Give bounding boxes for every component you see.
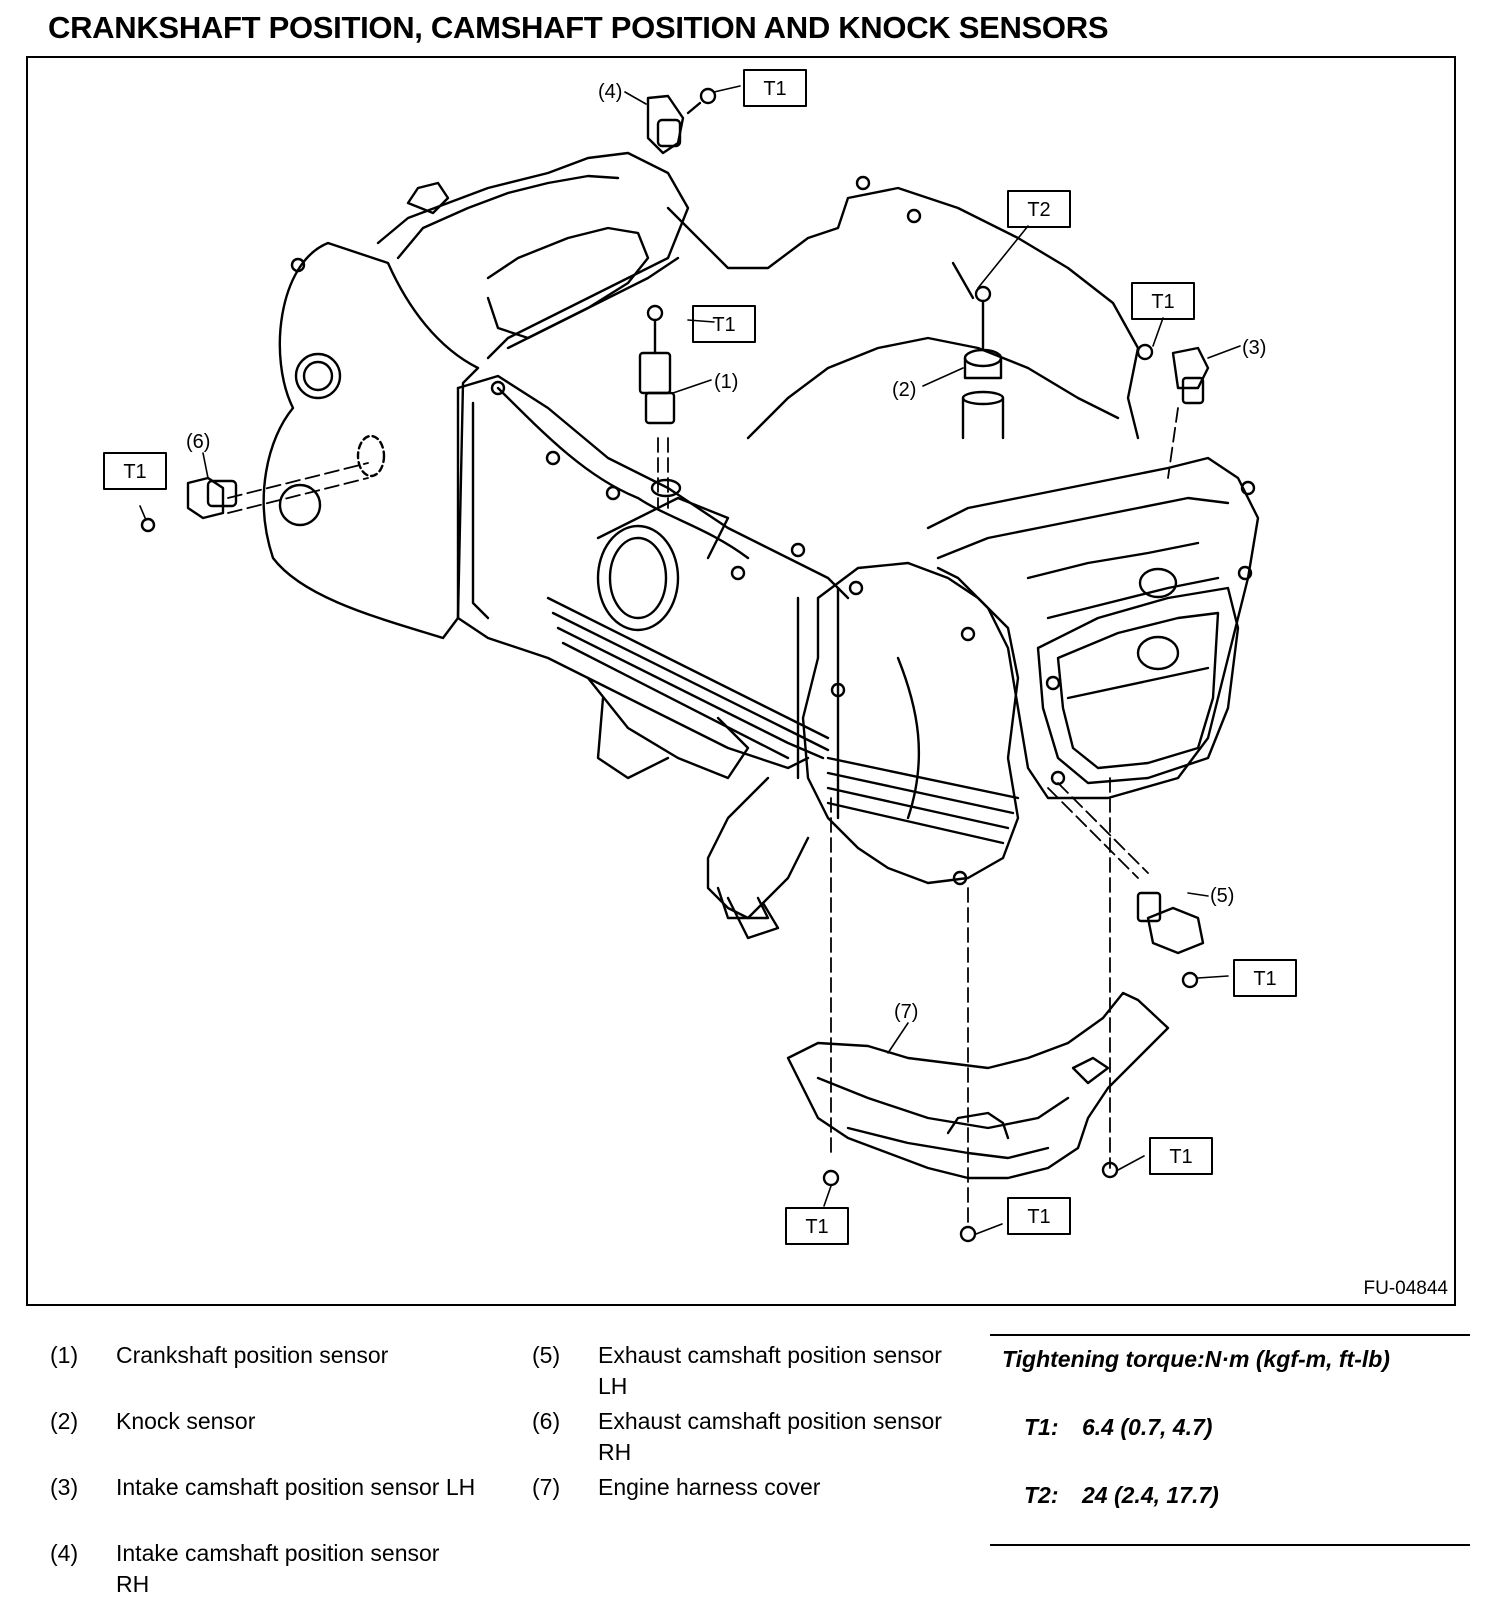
callout-2: (2) [892, 379, 916, 401]
page-title: CRANKSHAFT POSITION, CAMSHAFT POSITION A… [48, 10, 1109, 45]
torque-tag-t2: T2 [1027, 199, 1050, 221]
legend-item: (7) Engine harness cover [532, 1474, 821, 1500]
legend-item: (4) Intake camshaft position sensor RH [50, 1540, 440, 1597]
torque-tag-t1: T1 [712, 314, 735, 336]
legend-column-left: (1) Crankshaft position sensor (2) Knock… [50, 1340, 490, 1604]
engine-sensor-diagram: T1 T2 T1 T1 T1 T1 T1 T1 T1 (4) (1) (2) (… [26, 56, 1456, 1306]
callout-7: (7) [894, 1001, 918, 1023]
torque-tag-t1: T1 [1151, 291, 1174, 313]
torque-heading: Tightening torque:N·m (kgf-m, ft-lb) [1002, 1346, 1390, 1372]
engine-block-drawing [140, 87, 1260, 1243]
leader-lines [139, 85, 1241, 1235]
legend-item: (2) Knock sensor [50, 1408, 256, 1434]
torque-row: T2:24 (2.4, 17.7) [1024, 1482, 1219, 1508]
callout-1: (1) [714, 371, 738, 393]
figure-id: FU-04844 [1363, 1278, 1449, 1299]
callout-6: (6) [186, 431, 210, 453]
torque-tag-t1: T1 [1253, 968, 1276, 990]
legend-item: (6) Exhaust camshaft position sensor RH [532, 1408, 942, 1465]
torque-tag-t1: T1 [1027, 1206, 1050, 1228]
callout-4: (4) [598, 81, 622, 103]
legend-column-middle: (5) Exhaust camshaft position sensor LH … [532, 1340, 972, 1538]
torque-tag-t1: T1 [1169, 1146, 1192, 1168]
tightening-torque-table: Tightening torque:N·m (kgf-m, ft-lb) T1:… [990, 1334, 1470, 1546]
torque-row: T1:6.4 (0.7, 4.7) [1024, 1414, 1213, 1440]
torque-tag-t1: T1 [123, 461, 146, 483]
torque-tag-t1: T1 [763, 78, 786, 100]
callout-3: (3) [1242, 337, 1266, 359]
torque-tag-boxes [103, 69, 1297, 1245]
legend-item: (5) Exhaust camshaft position sensor LH [532, 1342, 942, 1399]
legend-item: (3) Intake camshaft position sensor LH [50, 1474, 476, 1500]
callout-5: (5) [1210, 885, 1234, 907]
legend-item: (1) Crankshaft position sensor [50, 1342, 389, 1368]
torque-tag-t1: T1 [805, 1216, 828, 1238]
